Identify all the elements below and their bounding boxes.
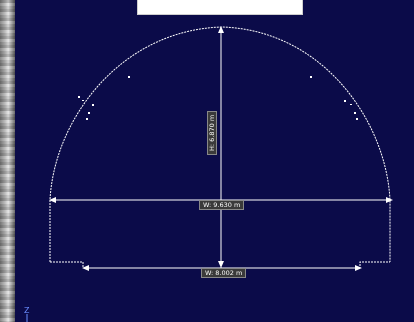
height-dimension <box>218 26 224 268</box>
point-cloud-noise <box>78 76 358 120</box>
title-box <box>137 0 303 15</box>
point-cloud-image-strip <box>0 0 15 322</box>
tunnel-arch <box>49 26 391 262</box>
width-label: W: 9.630 m <box>199 200 245 210</box>
height-label: H: 6.870 m <box>207 110 217 155</box>
z-axis-label: Z <box>24 306 30 315</box>
tunnel-profile <box>49 26 391 269</box>
bottom-width-label: W: 8.002 m <box>201 268 247 278</box>
